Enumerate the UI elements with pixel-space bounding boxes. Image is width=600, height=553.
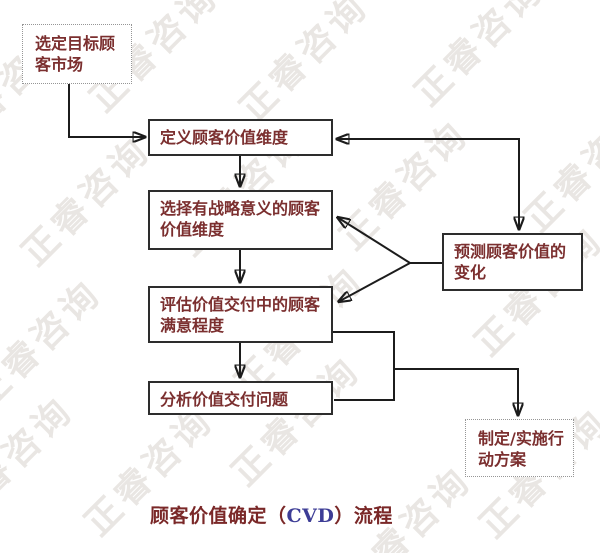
diagram-title-prefix: 顾客价值确定（ (150, 505, 287, 527)
connector-join-to-action (394, 368, 518, 416)
flow-box-action-plan: 制定/实施行动方案 (465, 419, 574, 477)
connector-evaluate-analyze-join (333, 331, 395, 401)
diagram-title-suffix: ）流程 (334, 505, 393, 527)
connector-select-to-define (68, 84, 146, 137)
connector-define-predict-bidirectional (336, 139, 519, 230)
connector-predict-to-evaluate (338, 262, 411, 302)
flow-box-analyze-delivery-problems: 分析价值交付问题 (148, 381, 333, 415)
diagram-title: 顾客价值确定（CVD）流程 (150, 503, 393, 529)
flow-box-evaluate-satisfaction: 评估价值交付中的顾客满意程度 (148, 286, 333, 343)
flow-box-define-value-dimensions: 定义顾客价值维度 (148, 119, 333, 156)
flow-box-predict-value-changes: 预测顾客价值的变化 (442, 233, 583, 291)
flow-box-choose-strategic-dimensions: 选择有战略意义的顾客价值维度 (148, 190, 333, 250)
flow-box-select-target-market: 选定目标顾客市场 (22, 24, 132, 84)
diagram-title-acronym: CVD (286, 505, 335, 527)
connector-predict-to-choose (337, 217, 442, 264)
